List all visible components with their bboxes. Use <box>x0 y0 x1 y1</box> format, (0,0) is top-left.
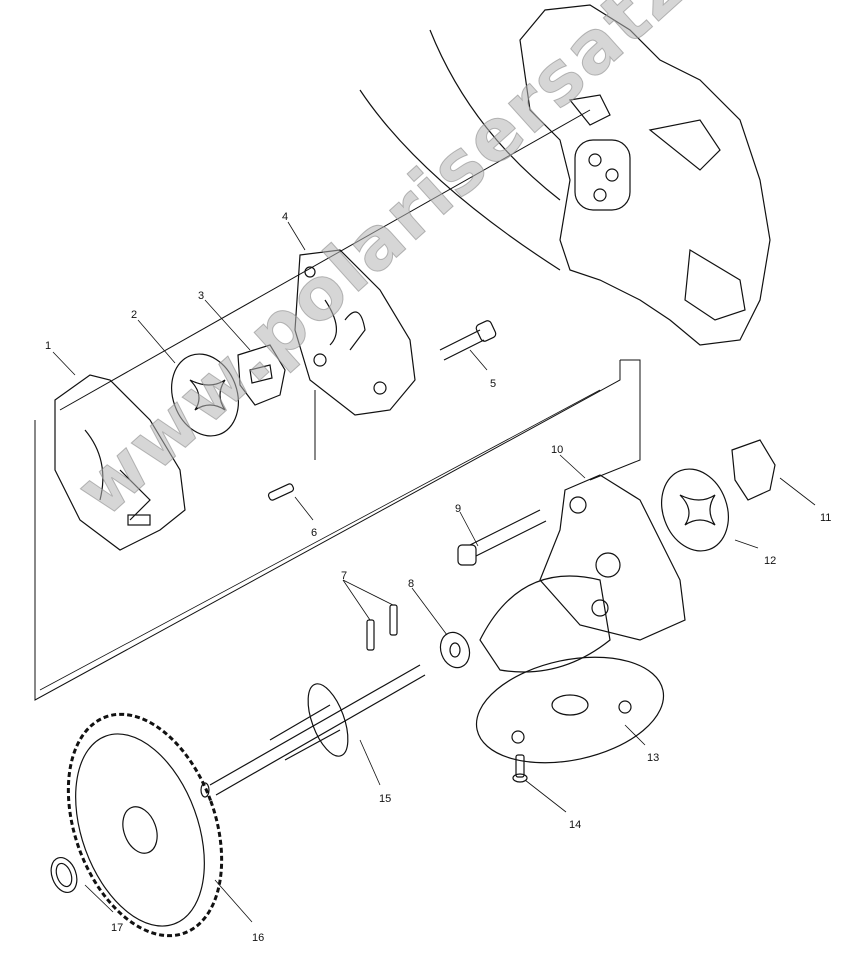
callout-4: 4 <box>282 211 289 223</box>
outer-rotor-12 <box>661 468 729 552</box>
pump-plate-4 <box>294 249 416 416</box>
screw-14 <box>512 754 528 783</box>
callout-6: 6 <box>311 527 318 539</box>
washer-17 <box>50 856 78 894</box>
drive-gear-16 <box>66 712 224 938</box>
callout-9: 9 <box>455 503 462 515</box>
crankcase-icon <box>359 4 771 346</box>
washer-8 <box>439 631 471 669</box>
callout-8: 8 <box>408 578 415 590</box>
callout-13: 13 <box>647 752 660 764</box>
bolt-9 <box>457 509 547 566</box>
callout-12: 12 <box>764 555 777 567</box>
callout-17: 17 <box>111 922 124 934</box>
callout-16: 16 <box>252 932 265 944</box>
callout-10: 10 <box>551 444 564 456</box>
pump-shaft-15 <box>200 664 426 798</box>
strainer-plate-13 <box>475 656 665 764</box>
screw-5 <box>439 320 497 361</box>
callout-3: 3 <box>198 290 205 302</box>
inner-rotor-3 <box>237 344 286 406</box>
pump-cover-10 <box>479 474 686 673</box>
dowel-pin-6 <box>267 483 295 501</box>
callout-11: 11 <box>820 512 832 524</box>
outer-rotor-2 <box>171 353 239 437</box>
inner-rotor-11 <box>731 439 776 501</box>
callout-5: 5 <box>490 378 497 390</box>
pump-body-1 <box>54 374 186 551</box>
callout-1: 1 <box>45 340 52 352</box>
callout-15: 15 <box>379 793 392 805</box>
callout-14: 14 <box>569 819 582 831</box>
callout-7: 7 <box>341 570 348 582</box>
callout-2: 2 <box>131 309 138 321</box>
